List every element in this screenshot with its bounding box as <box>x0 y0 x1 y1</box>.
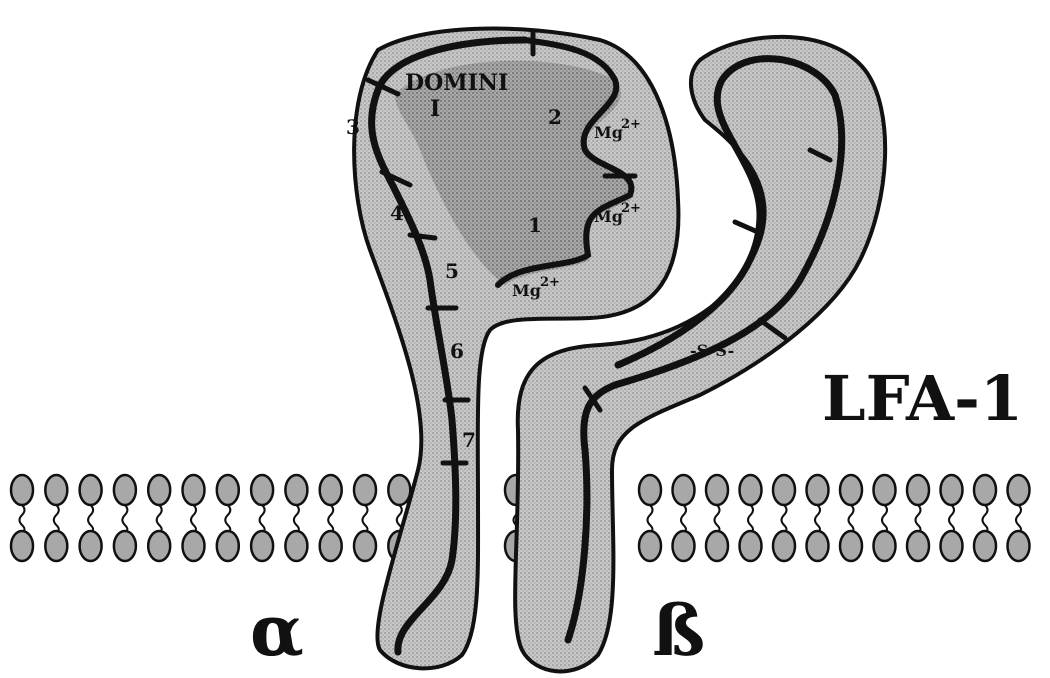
lipid-left-6 <box>217 475 239 561</box>
lipid-right-6 <box>840 475 862 561</box>
lipid-left-4 <box>148 475 170 561</box>
lipid-left-7 <box>251 475 273 561</box>
lipid-left-3 <box>114 475 136 561</box>
lipid-left-8 <box>285 475 307 561</box>
lfa1-title: LFA-1 <box>822 362 1023 435</box>
lipid-left-5 <box>183 475 205 561</box>
domain-7-label: 7 <box>462 428 476 452</box>
lipid-left-10 <box>354 475 376 561</box>
domain-2-label: 2 <box>548 105 562 129</box>
lipid-right-2 <box>706 475 728 561</box>
lipid-right-7 <box>874 475 896 561</box>
lipid-left-0 <box>11 475 33 561</box>
lipid-right-3 <box>740 475 762 561</box>
domain-3-label: 3 <box>346 115 360 139</box>
svg-text:2+: 2+ <box>540 275 560 290</box>
lipid-right-5 <box>807 475 829 561</box>
lipid-left-1 <box>45 475 67 561</box>
domain-4-label: 4 <box>390 201 404 225</box>
domain-1-label: 1 <box>528 213 542 237</box>
domain-I-label: I <box>430 96 440 122</box>
lipid-left-2 <box>80 475 102 561</box>
svg-text:2+: 2+ <box>621 201 641 216</box>
svg-text:Mg: Mg <box>594 123 623 142</box>
lipid-right-11 <box>1008 475 1030 561</box>
domain-6-label: 6 <box>450 339 464 363</box>
svg-text:2+: 2+ <box>621 117 641 132</box>
alpha-label: α <box>250 589 304 672</box>
lipid-right-8 <box>907 475 929 561</box>
disulfide-bond-label: -S-S- <box>690 341 734 360</box>
svg-text:Mg: Mg <box>512 281 541 300</box>
beta-label: ß <box>652 589 705 672</box>
domains-label: DOMINI <box>405 70 508 96</box>
domain-5-label: 5 <box>445 259 459 283</box>
lipid-left-9 <box>320 475 342 561</box>
lipid-right-4 <box>773 475 795 561</box>
lipid-right-0 <box>639 475 661 561</box>
lipid-right-1 <box>673 475 695 561</box>
lipid-right-10 <box>974 475 996 561</box>
lipid-right-9 <box>941 475 963 561</box>
svg-text:Mg: Mg <box>594 207 623 226</box>
